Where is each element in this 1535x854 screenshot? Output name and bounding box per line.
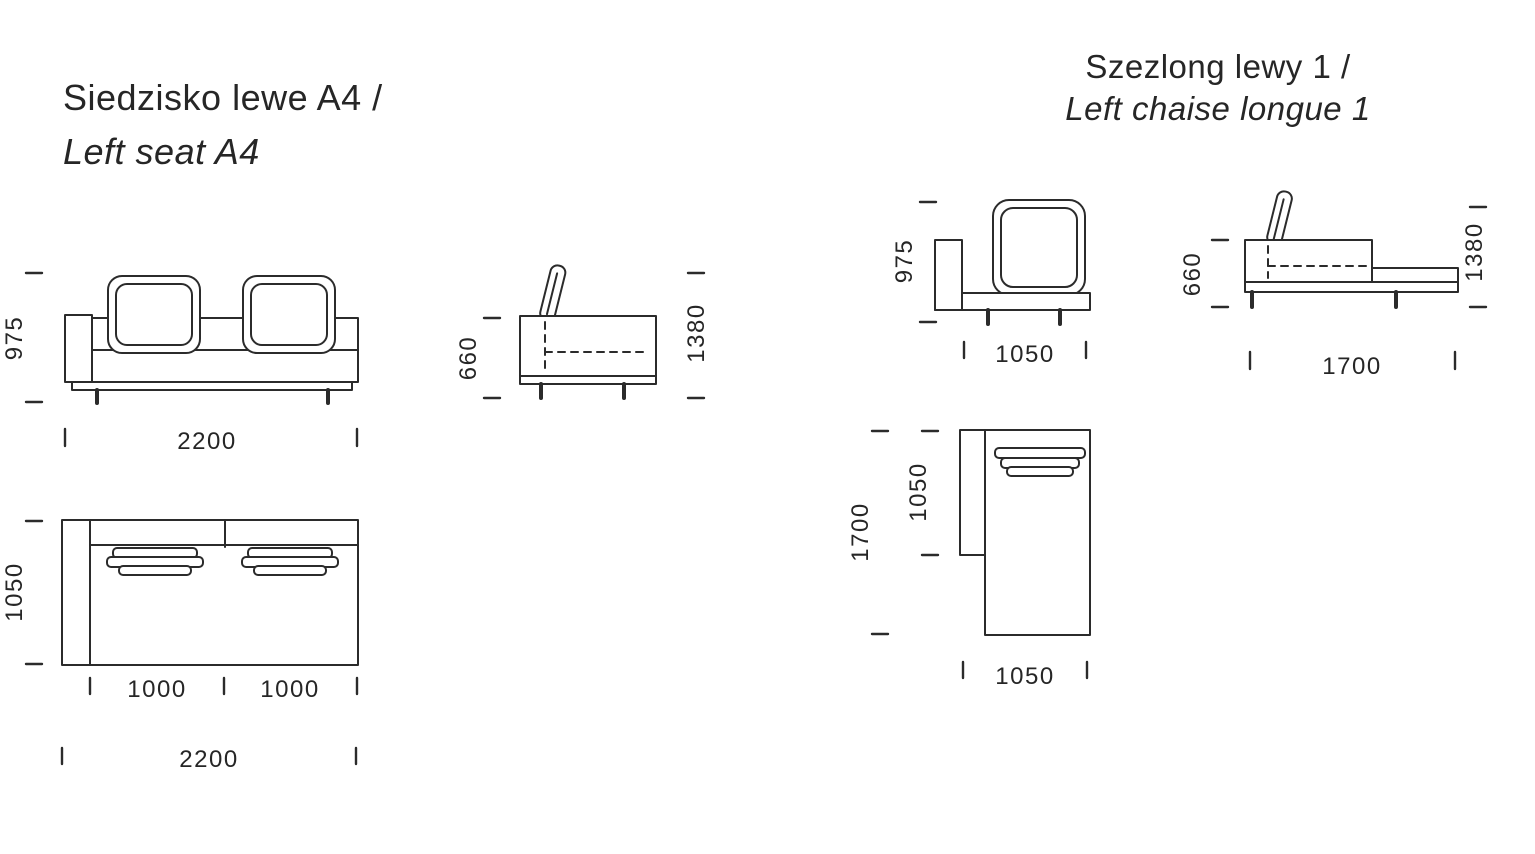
left-seat-top-view [61, 519, 359, 666]
left-seat-side-view [519, 264, 657, 400]
chaise-top-width-label: 1050 [995, 663, 1054, 690]
chaise-side-length-dimension: 1700 [1248, 350, 1457, 380]
left-seat-figure: Siedzisko lewe A4 / Left seat A4 975 [1, 77, 710, 773]
chaise-extension [1371, 267, 1459, 283]
top-outline [61, 519, 359, 666]
chaise-front-width-label: 1050 [995, 341, 1054, 368]
chaise-figure: Szezlong lewy 1 / Left chaise longue 1 9… [847, 48, 1488, 690]
chaise-top-back-depth-dimension: 1050 [905, 429, 940, 557]
left-seat-front-width-dimension: 2200 [63, 427, 359, 455]
back-cushion-2 [242, 275, 336, 354]
backrest-section [1244, 239, 1373, 283]
left-seat-side-total-height-dimension: 1380 [683, 271, 710, 400]
left-armrest [934, 239, 963, 311]
chaise-top-view [959, 429, 1091, 636]
tilted-headrest [539, 264, 567, 322]
chaise-side-total-height-dimension: 1380 [1461, 205, 1488, 309]
back-cushion-top [994, 447, 1086, 477]
base-plinth [1244, 281, 1459, 293]
top-outline [959, 429, 1091, 636]
tilted-headrest [1266, 190, 1293, 246]
chaise-top-back-depth-label: 1050 [905, 462, 932, 521]
left-seat-top-total-width-dimension: 2200 [60, 746, 358, 773]
side-body [519, 315, 657, 377]
left-seat-top-depth-label: 1050 [1, 562, 28, 621]
chaise-front-height-dimension: 975 [891, 200, 938, 324]
left-seat-top-seat1-width-label: 1000 [127, 676, 186, 703]
chaise-top-length-dimension: 1700 [847, 429, 890, 636]
left-seat-top-depth-dimension: 1050 [1, 519, 44, 666]
left-seat-front-height-label: 975 [1, 316, 28, 361]
chaise-front-height-label: 975 [891, 239, 918, 284]
chaise-side-seat-height-label: 660 [1179, 252, 1206, 297]
left-seat-front-height-dimension: 975 [1, 271, 44, 404]
left-seat-side-seat-height-label: 660 [455, 336, 482, 381]
seat-cushion-2-top [241, 547, 339, 576]
base-plinth [71, 381, 353, 391]
left-seat-top-seat2-width-label: 1000 [260, 676, 319, 703]
chaise-top-length-label: 1700 [847, 502, 874, 561]
left-seat-top-seat-widths-dimension: 1000 1000 [88, 676, 359, 703]
left-seat-front-view [64, 275, 359, 405]
chaise-side-seat-height-dimension: 660 [1179, 238, 1230, 309]
chaise-side-total-height-label: 1380 [1461, 222, 1488, 281]
left-seat-side-seat-height-dimension: 660 [455, 316, 502, 400]
chaise-front-width-dimension: 1050 [962, 340, 1088, 368]
back-cushion-1 [107, 275, 201, 354]
seat-cushion-1-top [106, 547, 204, 576]
left-seat-top-total-width-label: 2200 [179, 746, 238, 773]
left-seat-side-total-height-label: 1380 [683, 303, 710, 362]
chaise-side-length-label: 1700 [1322, 353, 1381, 380]
chaise-side-view [1244, 190, 1459, 309]
left-seat-front-width-label: 2200 [177, 428, 236, 455]
chaise-title-pl: Szezlong lewy 1 / [1085, 48, 1351, 85]
chaise-title-en: Left chaise longue 1 [1065, 90, 1370, 127]
chaise-top-width-dimension: 1050 [961, 660, 1089, 690]
base-plinth [519, 375, 657, 385]
left-seat-title-en: Left seat A4 [63, 131, 260, 172]
left-armrest [64, 314, 93, 383]
left-seat-title-pl: Siedzisko lewe A4 / [63, 77, 383, 118]
chaise-front-view [934, 199, 1091, 326]
back-cushion [992, 199, 1086, 296]
